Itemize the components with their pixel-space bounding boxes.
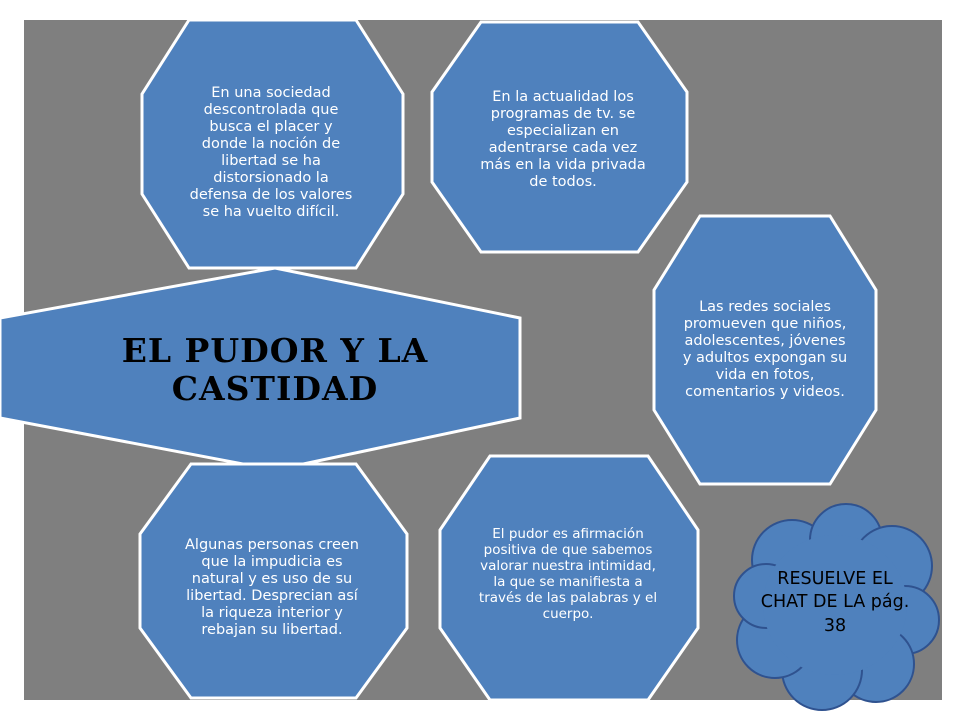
- hexagon-social-networks-text: Las redes sociales promueven que niños, …: [682, 298, 848, 401]
- hexagon-pudor-text: El pudor es afirmación positiva de que s…: [478, 526, 658, 622]
- central-topic-title: EL PUDOR Y LA CASTIDAD: [121, 331, 429, 408]
- hexagon-impudicia-shape: [138, 462, 409, 700]
- callout-line-2: EL CHAT: [760, 569, 893, 613]
- cloud-callout-text: RESUELVE EL CHAT DE LA pág. 38: [760, 538, 910, 668]
- hexagon-society-shape: [140, 18, 405, 270]
- cloud-callout-shape: [733, 503, 940, 711]
- hexagon-tv-shape: [430, 20, 689, 254]
- hexagon-tv-text: En la actualidad los programas de tv. se…: [480, 88, 646, 191]
- hexagon-society-text: En una sociedad descontrolada que busca …: [189, 84, 353, 221]
- hexagon-impudicia-text: Algunas personas creen que la impudicia …: [185, 536, 359, 639]
- hexagon-pudor-shape: [438, 454, 700, 702]
- callout-line-1: RESUELVE: [777, 569, 867, 590]
- central-hexagon-shape: [0, 266, 522, 472]
- callout-line-3: DE LA pág.: [812, 592, 910, 613]
- callout-line-4: 38: [823, 615, 847, 636]
- hexagon-social-networks-shape: [652, 214, 878, 486]
